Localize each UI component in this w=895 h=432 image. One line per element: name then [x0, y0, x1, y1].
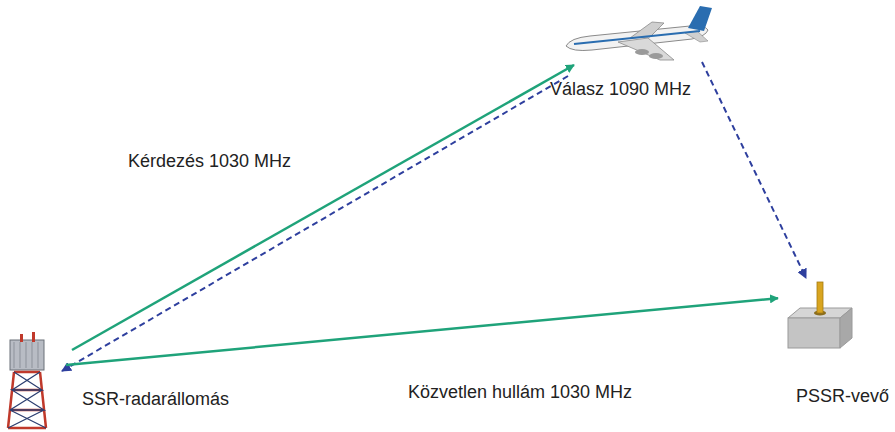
direct-wave-line	[66, 298, 778, 365]
radar-station: SSR-radarállomás	[4, 338, 60, 428]
station-label: SSR-radarállomás	[82, 388, 229, 410]
receiver: PSSR-vevő	[782, 278, 854, 350]
station-label: PSSR-vevő	[796, 385, 889, 407]
interrogation-line	[72, 65, 574, 350]
edge-label: Közvetlen hullám 1030 MHz	[406, 381, 634, 403]
reply-line	[62, 76, 568, 371]
reply-line	[702, 62, 806, 278]
interrogation-label: Kérdezés 1030 MHz	[128, 150, 291, 172]
radar-station-icon	[8, 332, 46, 428]
receiver-icon	[788, 282, 852, 348]
reply-label: Válasz 1090 MHz	[550, 78, 691, 100]
airplane	[566, 6, 712, 60]
